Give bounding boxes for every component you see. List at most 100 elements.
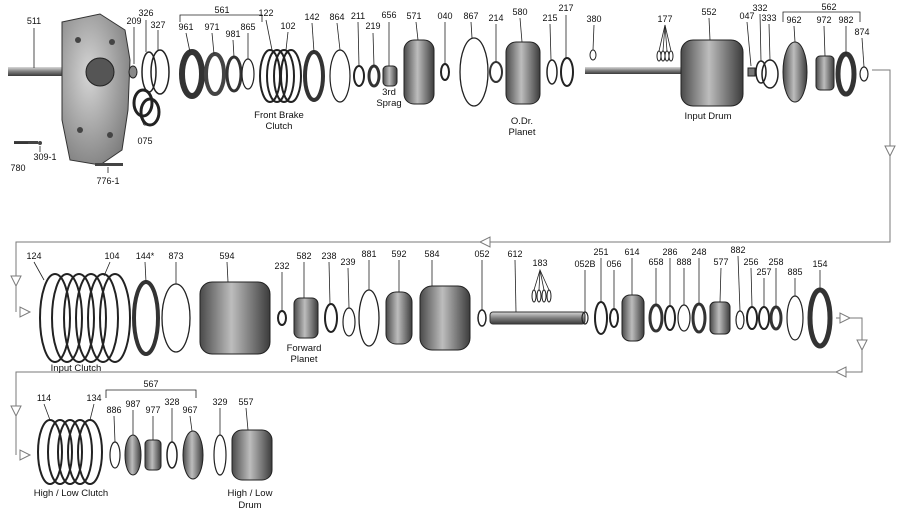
output-shaft [8,67,70,76]
ring-865 [241,58,255,90]
seals-177 [656,50,674,62]
sun-gear-614 [621,294,645,342]
ring-232 [277,310,287,326]
bushing-209 [128,65,138,79]
arrow-right-icon [19,449,32,461]
ring-040 [440,63,450,81]
arrow-right-icon [839,312,852,324]
odr-planet [505,41,541,105]
ring-329 [213,434,227,476]
seals-183 [531,289,552,303]
part-number-584: 584 [424,249,439,259]
part-number-142: 142 [304,12,319,22]
bracket-562 [782,11,861,22]
bolt-776-1 [95,163,123,166]
part-number-580: 580 [512,7,527,17]
ring-214 [489,61,503,83]
part-number-052b: 052B [574,259,595,269]
caption-forward-planet: Forward [287,343,322,354]
part-number-134: 134 [86,393,101,403]
part-number-332: 332 [752,3,767,13]
gear-592 [385,291,413,345]
piston-962 [782,41,808,103]
part-number-215: 215 [542,13,557,23]
caption-high-low-drum: High / Low [228,488,273,499]
part-number-238: 238 [321,251,336,261]
part-number-864: 864 [329,12,344,22]
forward-planet [293,297,319,339]
part-number-102: 102 [280,21,295,31]
sprag-656 [382,65,398,87]
part-number-040: 040 [437,11,452,21]
plate-154 [807,287,833,349]
part-number-962: 962 [786,15,801,25]
snap-ring-873 [161,283,191,353]
ring-328 [166,441,178,469]
bushing-047 [747,67,756,77]
ring-251 [594,301,608,335]
ring-238 [324,303,338,333]
front-brake-clutch-pack [259,49,302,103]
part-number-251: 251 [593,247,608,257]
part-number-511: 511 [27,16,41,26]
part-number-592: 592 [391,249,406,259]
ring-257 [758,306,770,330]
arrow-right-icon [19,306,32,318]
part-number-873: 873 [168,251,183,261]
caption-high-low-drum-2: Drum [238,500,261,511]
part-number-154: 154 [812,259,827,269]
ring-056 [609,308,619,328]
carrier-584 [419,285,471,351]
ring-239 [342,307,356,337]
spring-971 [204,52,226,96]
caption-high-low-clutch: High / Low Clutch [34,488,108,499]
part-number-656: 656 [381,10,396,20]
part-number-258: 258 [768,257,783,267]
part-number-987: 987 [125,399,140,409]
part-number-577: 577 [713,257,728,267]
ring-217 [560,57,574,87]
high-low-drum [231,429,273,481]
part-number-972: 972 [816,15,831,25]
part-number-256: 256 [743,257,758,267]
part-number-552: 552 [701,7,716,17]
bolt-780 [14,141,38,144]
part-number-3091: 309-1 [33,152,56,162]
part-number-881: 881 [361,249,376,259]
flow-lines [15,69,891,455]
caption-forward-planet-2: Planet [291,354,318,365]
row3-parts [37,419,273,485]
input-drum [680,39,744,107]
part-number-380: 380 [586,14,601,24]
part-number-874: 874 [854,27,869,37]
high-low-clutch-pack [37,419,103,485]
flow-line-2 [15,317,863,455]
part-number-658: 658 [648,257,663,267]
part-number-977: 977 [145,405,160,415]
part-number-075: 075 [137,136,152,146]
ring-256 [746,306,758,330]
case-bolt [77,127,83,133]
row2-parts [39,273,833,363]
part-number-865: 865 [240,22,255,32]
part-number-124: 124 [26,251,41,261]
piston-987 [124,434,142,476]
part-number-122: 122 [258,8,273,18]
part-number-7761: 776-1 [96,176,119,186]
caption-odr-planet: O.Dr. [511,116,533,127]
part-number-327: 327 [150,20,165,30]
drum-571 [403,39,435,105]
bracket-567 [105,389,197,398]
arrow-down-icon [884,145,896,158]
leader-lines [14,11,865,443]
part-number-286: 286 [662,247,677,257]
bracket-183 [533,268,550,291]
seal-ring [132,88,154,118]
ring-658 [648,303,664,333]
arrow-left-icon [478,236,491,248]
part-number-561: 561 [214,5,229,15]
part-number-104: 104 [104,251,119,261]
